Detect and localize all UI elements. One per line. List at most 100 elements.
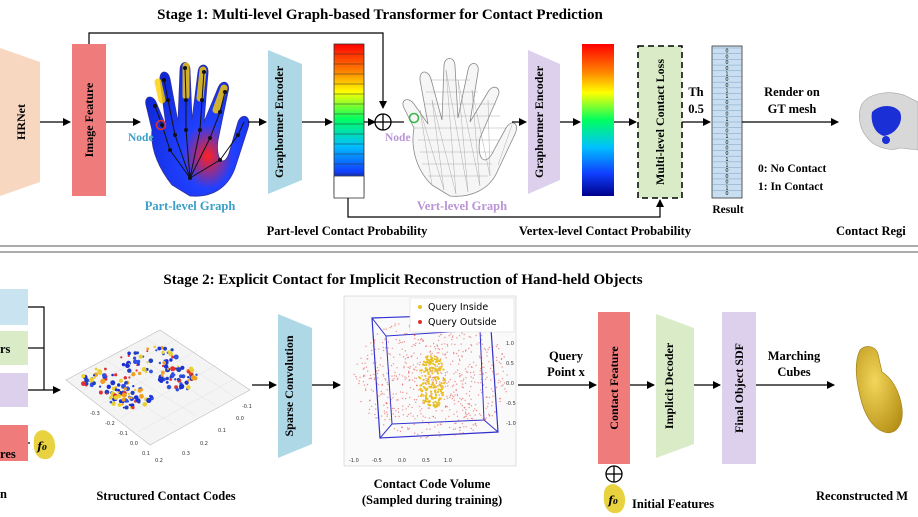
query-outside-point (477, 394, 480, 396)
point-cloud-point (187, 379, 190, 382)
query-outside-point (378, 369, 380, 372)
point-cloud-point (122, 406, 125, 409)
query-outside-point (435, 382, 438, 385)
query-outside-point (465, 371, 468, 373)
query-outside-point (438, 421, 441, 423)
query-inside-point (418, 376, 421, 379)
query-outside-point (451, 338, 453, 341)
point-cloud-point (148, 358, 154, 364)
query-inside-point (425, 393, 428, 396)
query-outside-point (387, 341, 390, 343)
result-bit: 1 (725, 134, 728, 140)
query-inside-point (430, 361, 433, 364)
query-outside-point (433, 371, 435, 373)
query-outside-point (442, 377, 445, 379)
query-outside-point (392, 397, 394, 399)
query-outside-point (488, 346, 491, 349)
query-outside-point (375, 362, 377, 364)
point-cloud-point (129, 403, 132, 406)
point-cloud-point (81, 381, 86, 386)
query-outside-point (455, 352, 458, 355)
query-outside-point (498, 348, 500, 350)
query-inside-point (428, 395, 431, 398)
query-inside-point (432, 386, 435, 389)
query-inside-point (440, 365, 443, 368)
query-outside-point (376, 383, 378, 385)
query-outside-point (408, 371, 410, 373)
query-outside-point (451, 385, 454, 388)
query-outside-point (382, 346, 384, 349)
query-outside-point (436, 352, 438, 354)
query-outside-point (495, 356, 498, 359)
query-outside-point (458, 372, 461, 375)
query-outside-point (414, 334, 416, 337)
point-cloud-point (128, 376, 131, 379)
query-outside-point (496, 344, 499, 346)
query-outside-point (469, 336, 472, 338)
query-outside-point (461, 356, 463, 358)
query-outside-point (463, 333, 465, 336)
query-inside-point (426, 359, 430, 362)
point-cloud-point (179, 387, 182, 390)
query-outside-point (444, 418, 447, 420)
query-inside-point (434, 367, 437, 370)
query-inside-point (434, 391, 437, 394)
query-outside-point (459, 359, 461, 362)
query-inside-point (435, 358, 438, 361)
query-outside-point (485, 407, 487, 409)
query-outside-point (384, 378, 386, 380)
query-outside-point (407, 356, 410, 359)
query-outside-point (401, 384, 404, 386)
query-inside-point (425, 364, 428, 367)
query-outside-point (450, 393, 452, 395)
query-outside-point (389, 402, 391, 405)
volume-label-1: Contact Code Volume (374, 477, 491, 491)
query-outside-point (402, 414, 405, 416)
query-inside-point (424, 400, 427, 403)
query-outside-point (394, 415, 397, 418)
point-cloud-point (139, 388, 144, 392)
query-outside-point (392, 413, 394, 415)
point-cloud-point (146, 361, 149, 364)
query-outside-point (405, 377, 407, 379)
point-cloud-point (104, 367, 107, 371)
query-outside-point (446, 382, 448, 384)
query-outside-point (404, 333, 406, 335)
query-outside-point (464, 416, 466, 418)
query-outside-point (456, 411, 458, 413)
query-inside-point (434, 389, 437, 392)
query-outside-point (404, 350, 407, 352)
query-inside-point (441, 387, 444, 391)
point-cloud-point (88, 377, 94, 383)
svg-text:1.0: 1.0 (444, 458, 452, 464)
point-cloud-point (146, 347, 150, 351)
svg-text:0.0: 0.0 (506, 381, 514, 387)
query-outside-point (444, 385, 447, 388)
sparse-conv-label: Sparse Convolution (282, 335, 296, 436)
query-outside-point (399, 353, 401, 356)
query-inside-point (437, 390, 440, 393)
point-cloud-point (174, 378, 177, 381)
query-outside-point (386, 372, 388, 375)
query-inside-point (440, 392, 443, 395)
query-outside-point (425, 379, 427, 382)
query-outside-point (420, 437, 422, 439)
query-outside-point (473, 371, 475, 373)
query-outside-point (372, 345, 375, 347)
query-outside-point (462, 432, 464, 434)
query-outside-point (468, 336, 470, 338)
query-outside-point (470, 405, 473, 407)
query-outside-point (453, 373, 455, 375)
query-outside-point (470, 351, 473, 353)
point-cloud-point (114, 388, 118, 392)
f0-bottom-label: f₀ (607, 494, 618, 507)
result-bit: 0 (725, 106, 728, 112)
query-inside-point (434, 386, 437, 389)
structured-codes-label: Structured Contact Codes (96, 489, 235, 503)
point-cloud-point (111, 381, 114, 384)
point-cloud-point (157, 346, 162, 351)
query-outside-point (384, 338, 386, 340)
query-outside-point (468, 406, 470, 409)
query-outside-point (441, 343, 443, 345)
query-outside-point (459, 429, 461, 432)
